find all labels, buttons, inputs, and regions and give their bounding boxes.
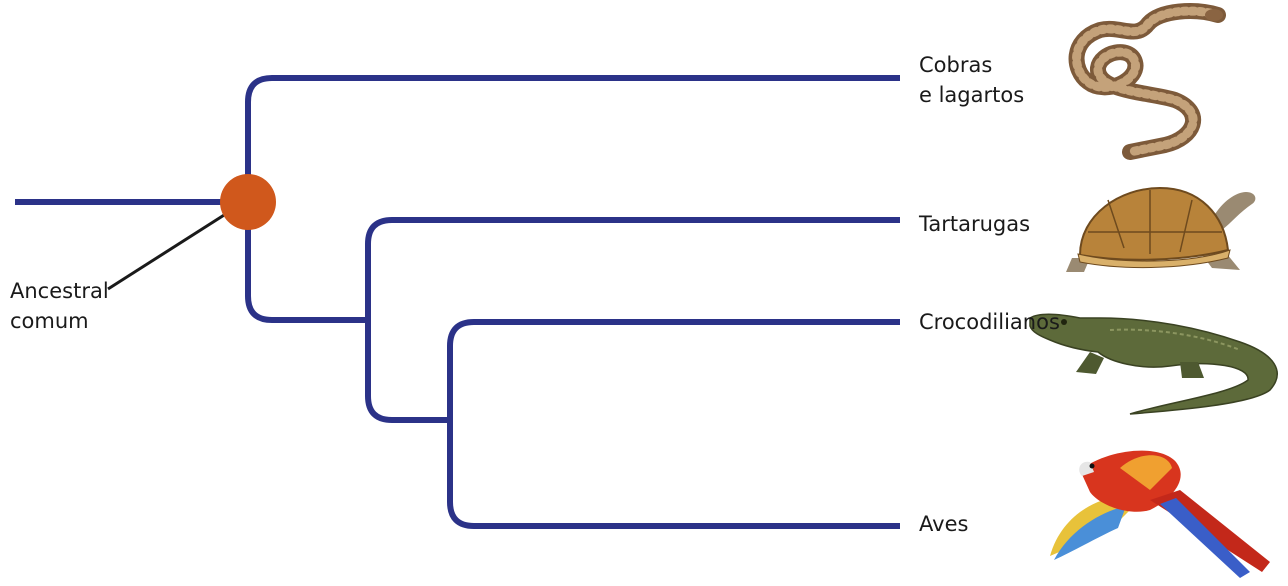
taxon-label-line-1: Tartarugas	[919, 212, 1031, 236]
taxon-label-crocodilians: Crocodilianos	[919, 307, 1060, 337]
taxon-label-snakes-lizards: Cobras e lagartos	[919, 50, 1024, 110]
branch-sub	[365, 217, 900, 423]
branch-main	[245, 75, 900, 323]
common-ancestor-node	[220, 174, 276, 230]
branch-sub2	[447, 319, 900, 529]
ancestor-label: Ancestral comum	[10, 276, 109, 336]
taxon-label-birds: Aves	[919, 509, 968, 539]
ancestor-leader-line	[107, 208, 233, 291]
turtle-icon	[1066, 186, 1256, 272]
ancestor-label-line-1: Ancestral	[10, 279, 109, 303]
taxon-label-line-2: e lagartos	[919, 83, 1025, 107]
snake-icon	[1068, 3, 1226, 160]
crocodile-icon	[1029, 313, 1278, 415]
ancestor-label-line-2: comum	[10, 309, 89, 333]
taxon-label-line-1: Cobras	[919, 53, 993, 77]
taxon-label-turtles: Tartarugas	[919, 209, 1030, 239]
taxon-label-line-1: Aves	[919, 512, 969, 536]
parrot-icon	[1050, 450, 1270, 578]
taxon-label-line-1: Crocodilianos	[919, 310, 1060, 334]
